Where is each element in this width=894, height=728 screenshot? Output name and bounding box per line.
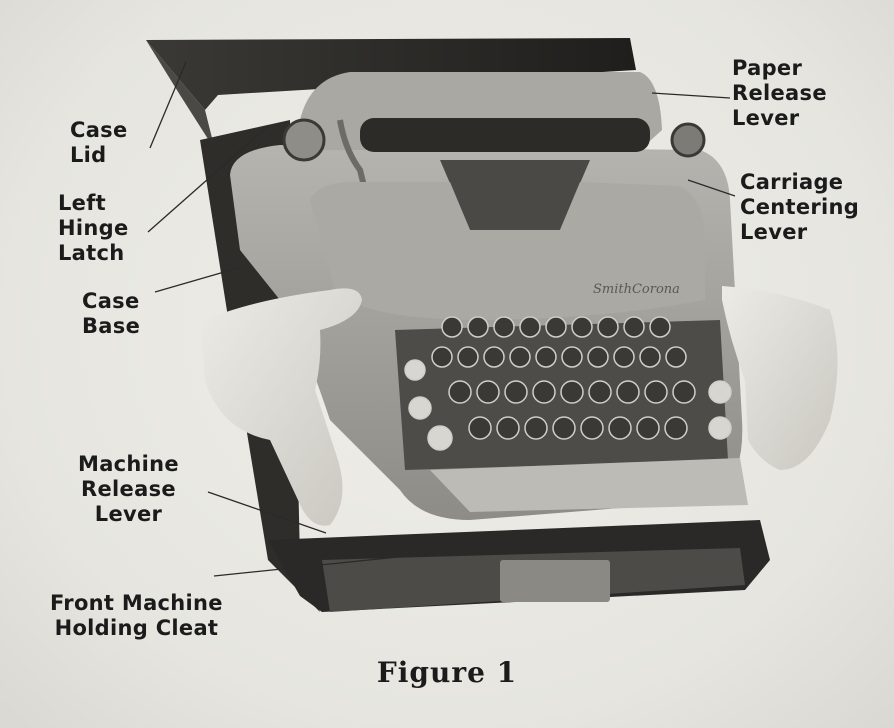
label-line: Release <box>732 81 827 105</box>
label-case-lid: Case Lid <box>70 118 128 168</box>
label-front-machine-holding-cleat: Front Machine Holding Cleat <box>50 591 223 641</box>
leader-lines <box>147 61 736 577</box>
label-line: Latch <box>58 241 125 265</box>
label-line: Centering <box>740 195 860 219</box>
label-line: Left <box>58 191 106 215</box>
label-line: Hinge <box>58 216 129 240</box>
space-bar-area <box>430 458 748 512</box>
platen <box>360 118 650 152</box>
label-machine-release-lever: Machine Release Lever <box>78 452 179 527</box>
label-line: Base <box>82 314 141 338</box>
right-platen-knob <box>670 122 706 158</box>
label-line: Lever <box>94 502 163 526</box>
label-line: Carriage <box>740 170 844 194</box>
label-line: Paper <box>732 56 803 80</box>
label-line: Front Machine <box>50 591 223 615</box>
label-line: Holding Cleat <box>54 616 219 640</box>
front-cleat-shape <box>500 560 610 602</box>
label-line: Case <box>70 118 128 142</box>
right-hand <box>722 286 838 470</box>
label-case-base: Case Base <box>82 289 140 339</box>
carriage-return-lever <box>337 119 373 211</box>
label-line: Lever <box>740 220 808 244</box>
label-line: Release <box>81 477 176 501</box>
brand-nameplate: SmithCorona <box>593 282 680 297</box>
label-paper-release-lever: Paper Release Lever <box>732 56 827 131</box>
label-left-hinge-latch: Left Hinge Latch <box>58 191 129 266</box>
label-line: Case <box>82 289 140 313</box>
figure-caption: Figure 1 <box>376 656 518 689</box>
label-line: Lid <box>70 143 107 167</box>
label-carriage-centering-lever: Carriage Centering Lever <box>740 170 859 245</box>
left-platen-knob <box>282 118 326 162</box>
label-line: Lever <box>732 106 800 130</box>
label-line: Machine <box>78 452 179 476</box>
type-basket <box>440 160 590 230</box>
left-hand <box>200 288 362 526</box>
keys <box>404 316 732 451</box>
